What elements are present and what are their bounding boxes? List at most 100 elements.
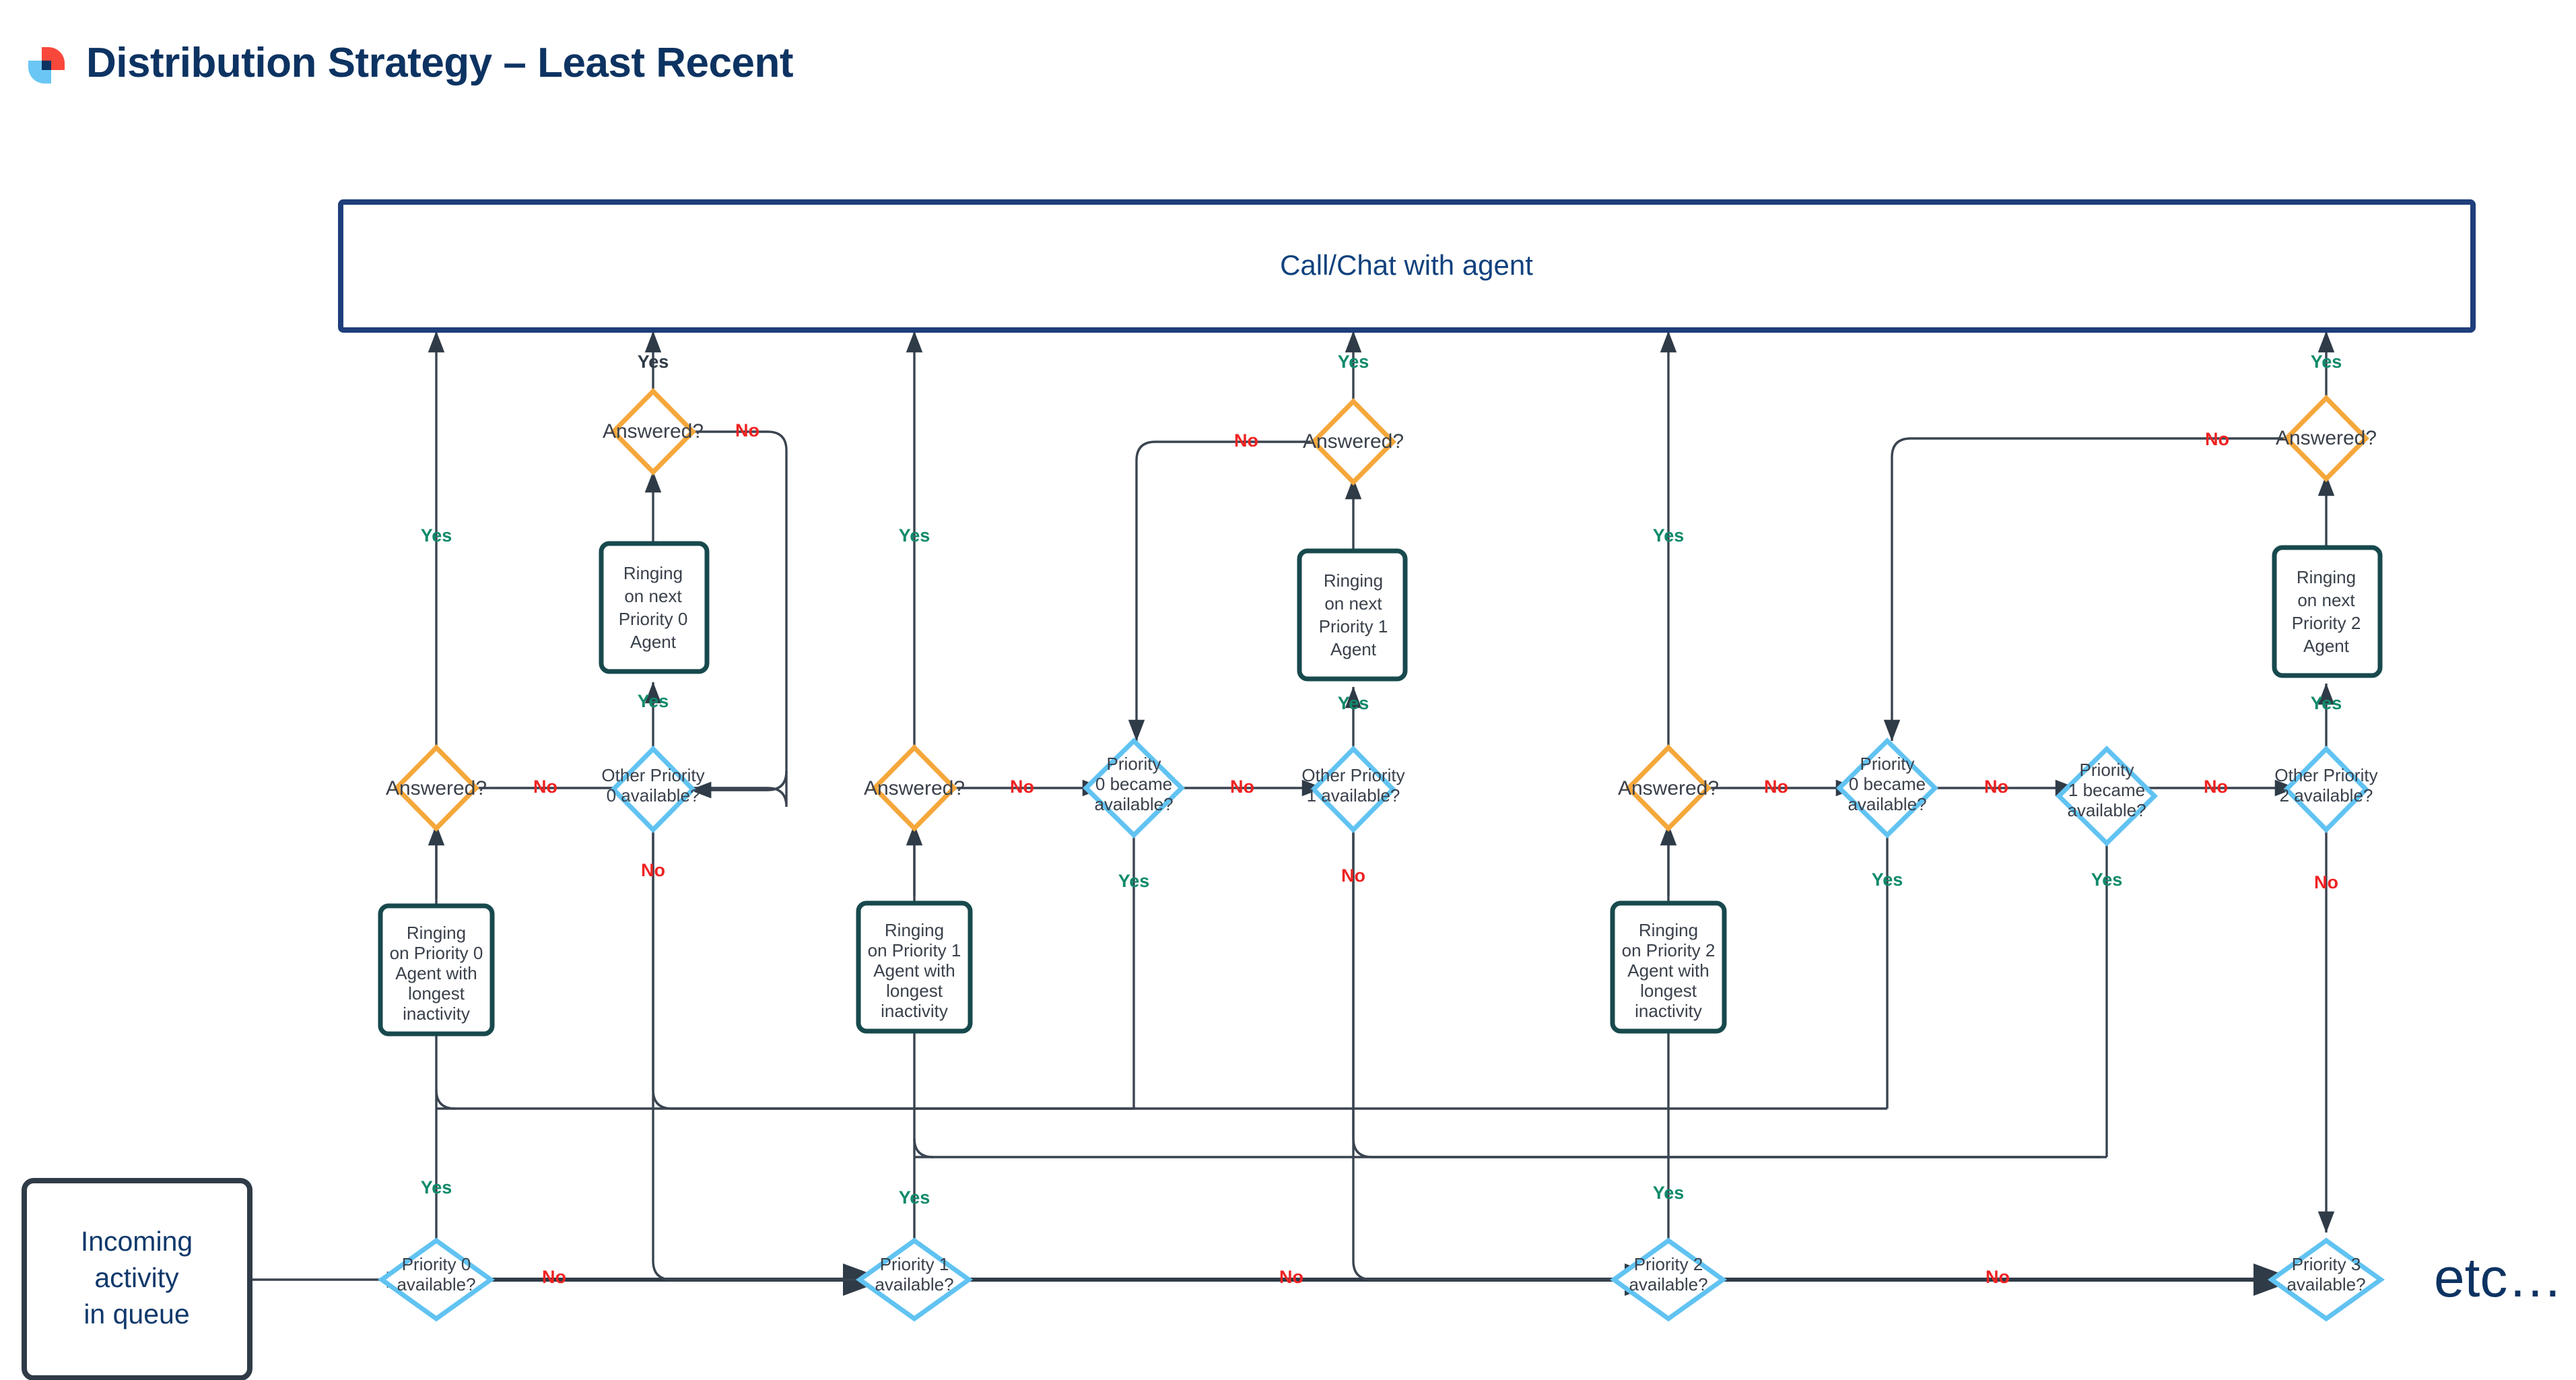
node-label-line-1: Priority: [2080, 760, 2134, 780]
node-other-priority-0-available[interactable]: Other Priority 0 available?: [601, 746, 705, 833]
node-label-line-2: on Priority 1: [868, 940, 961, 960]
node-label-line-3: available?: [1094, 794, 1173, 814]
node-label-line-4: Agent: [630, 632, 677, 652]
node-label-line-2: available?: [2286, 1274, 2365, 1294]
node-label-line-3: Priority 2: [2292, 613, 2361, 633]
node-answered-priority-0[interactable]: Answered?: [386, 744, 487, 832]
node-label-line-2: activity: [94, 1262, 179, 1293]
node-priority-1-available[interactable]: Priority 1 available?: [855, 1237, 974, 1322]
edge-label-no: No: [1984, 777, 2008, 797]
node-priority-1-became-available-g2[interactable]: Priority 1 became available?: [2056, 746, 2158, 847]
node-label-line-1: Priority: [1860, 754, 1915, 774]
node-label-line-1: Priority 3: [2292, 1254, 2361, 1274]
node-ringing-next-priority-1-agent[interactable]: Ringing on next Priority 1 Agent: [1297, 548, 1408, 682]
node-label-line-3: Priority 1: [1319, 616, 1388, 636]
node-label-line-2: 0 became: [1095, 774, 1172, 794]
node-ringing-priority-0-longest-inactivity[interactable]: Ringing on Priority 0 Agent with longest…: [378, 903, 495, 1037]
node-label-line-4: longest: [408, 983, 465, 1004]
node-other-priority-1-available[interactable]: Other Priority 1 available?: [1301, 746, 1405, 833]
node-answered-next-priority-1[interactable]: Answered?: [1303, 398, 1404, 486]
edge-label-no: No: [1234, 430, 1258, 451]
node-label-line-1: Other Priority: [601, 765, 704, 785]
node-answered-next-priority-0[interactable]: Answered?: [603, 388, 704, 475]
node-label-line-2: 1 available?: [1307, 785, 1400, 806]
edge-label-yes: Yes: [1338, 352, 1369, 372]
node-label-line-1: Priority 1: [880, 1254, 949, 1274]
node-label-line-1: Other Priority: [1301, 765, 1404, 785]
node-ringing-priority-2-longest-inactivity[interactable]: Ringing on Priority 2 Agent with longest…: [1610, 900, 1727, 1034]
node-incoming-activity-in-queue[interactable]: Incoming activity in queue: [22, 1178, 252, 1380]
node-label-line-2: on next: [624, 586, 682, 606]
node-label-line-3: available?: [2067, 800, 2146, 820]
edge-label-yes: Yes: [2311, 352, 2342, 372]
node-label-line-3: Agent with: [1627, 960, 1709, 981]
node-label-line-2: 0 became: [1849, 774, 1926, 794]
edge-label-no: No: [735, 420, 759, 440]
node-priority-0-available[interactable]: Priority 0 available?: [377, 1237, 496, 1322]
edge-label-yes: Yes: [638, 691, 669, 711]
node-answered-next-priority-2[interactable]: Answered?: [2276, 395, 2377, 482]
edge-label-no: No: [1279, 1267, 1303, 1287]
node-label-line-2: on next: [2297, 590, 2355, 610]
node-answered-priority-1[interactable]: Answered?: [864, 744, 965, 832]
edge-label-yes: Yes: [1653, 1183, 1685, 1203]
edge-label-no: No: [641, 860, 665, 880]
edge-label-yes: Yes: [1118, 871, 1150, 891]
edge-label-no: No: [1764, 777, 1788, 797]
edge-label-yes: Yes: [899, 525, 930, 546]
node-label-line-3: available?: [1848, 794, 1926, 814]
node-label: Answered?: [386, 777, 487, 799]
node-label-line-2: 1 became: [2068, 780, 2145, 800]
node-label-line-4: Agent: [1330, 639, 1377, 659]
node-label-line-2: on Priority 0: [390, 943, 483, 963]
node-label-line-2: available?: [397, 1274, 475, 1294]
edge-label-no: No: [2314, 872, 2338, 892]
node-label-line-2: 0 available?: [607, 785, 700, 806]
node-label-line-2: 2 available?: [2280, 785, 2373, 806]
edge-label-yes: Yes: [899, 1187, 930, 1208]
edge-label-no: No: [1230, 777, 1254, 797]
node-ringing-next-priority-0-agent[interactable]: Ringing on next Priority 0 Agent: [599, 541, 710, 674]
node-priority-0-became-available-g1[interactable]: Priority 0 became available?: [1083, 737, 1185, 839]
node-label-line-3: Priority 0: [619, 609, 688, 629]
edge-label-yes: Yes: [421, 1177, 452, 1197]
node-label-line-1: Ringing: [1639, 920, 1698, 940]
node-label-line-4: longest: [886, 981, 943, 1001]
node-label: Answered?: [864, 777, 965, 799]
node-label-line-2: available?: [1629, 1274, 1707, 1294]
edge-label-yes: Yes: [2091, 869, 2123, 890]
node-label-line-4: longest: [1640, 981, 1697, 1001]
node-label: Call/Chat with agent: [1280, 249, 1533, 281]
node-priority-2-available[interactable]: Priority 2 available?: [1609, 1237, 1728, 1322]
node-label-line-2: on Priority 2: [1622, 940, 1716, 960]
page-header: Distribution Strategy – Least Recent: [0, 0, 2576, 155]
node-label-line-1: Ringing: [407, 923, 466, 943]
edge-label-yes: Yes: [2311, 693, 2342, 713]
node-label-line-3: Agent with: [395, 963, 477, 983]
node-label: Answered?: [2276, 427, 2377, 449]
app-logo-icon: [26, 44, 67, 86]
edge-label-yes: Yes: [1338, 693, 1369, 713]
node-priority-3-available[interactable]: Priority 3 available?: [2267, 1237, 2385, 1322]
node-other-priority-2-available[interactable]: Other Priority 2 available?: [2274, 746, 2378, 833]
node-ringing-next-priority-2-agent[interactable]: Ringing on next Priority 2 Agent: [2272, 545, 2383, 678]
edge-label-yes: Yes: [638, 352, 669, 372]
node-label: Answered?: [1303, 430, 1404, 453]
edge-label-no: No: [1986, 1267, 2010, 1287]
node-label-line-1: Priority: [1107, 754, 1161, 774]
node-label-line-5: inactivity: [881, 1001, 948, 1021]
edge-label-yes: Yes: [421, 525, 452, 546]
node-ringing-priority-1-longest-inactivity[interactable]: Ringing on Priority 1 Agent with longest…: [856, 900, 973, 1034]
edge-label-layer: Yes Yes No Yes No No Yes No Yes Yes No Y…: [421, 352, 2342, 1287]
node-label-line-1: Other Priority: [2274, 765, 2377, 785]
node-label-line-1: Priority 2: [1634, 1254, 1703, 1274]
edge-layer: [252, 331, 2335, 1296]
node-answered-priority-2[interactable]: Answered?: [1618, 744, 1719, 832]
etc-label: etc…: [2434, 1247, 2563, 1309]
node-label-line-3: in queue: [83, 1299, 189, 1329]
node-call-chat-with-agent[interactable]: Call/Chat with agent: [338, 199, 2476, 333]
node-priority-0-became-available-g2[interactable]: Priority 0 became available?: [1836, 737, 1938, 839]
edge-label-no: No: [533, 777, 557, 797]
page-title: Distribution Strategy – Least Recent: [86, 40, 794, 86]
